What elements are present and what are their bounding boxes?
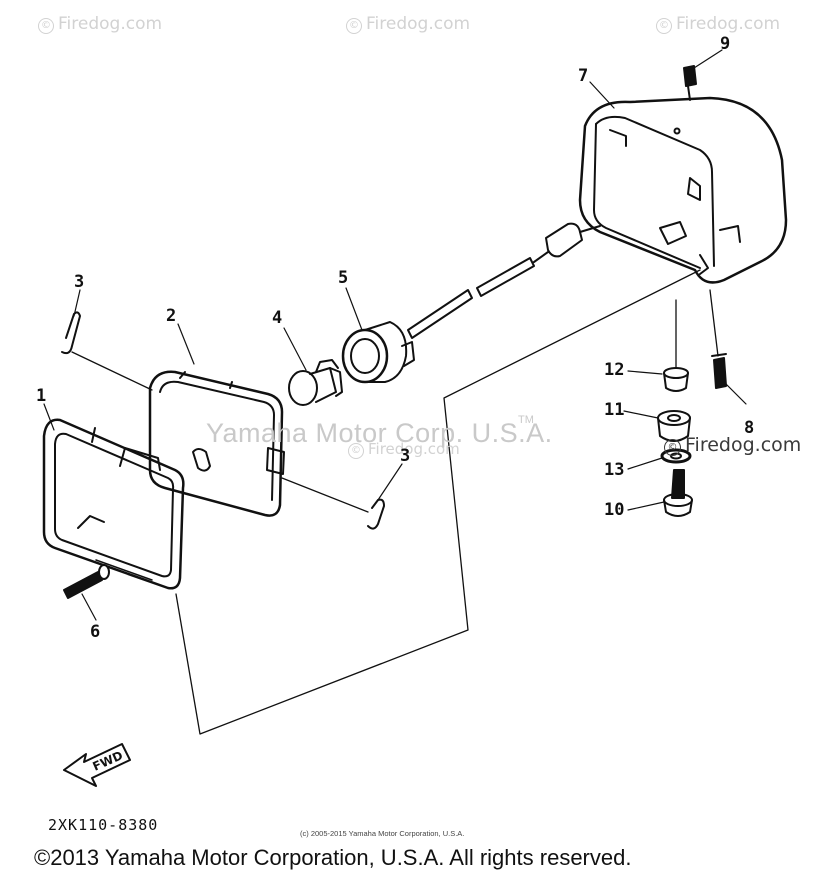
main-copyright: ©2013 Yamaha Motor Corporation, U.S.A. A… — [34, 845, 632, 870]
watermark-top-left: ©Firedog.com — [38, 14, 162, 34]
fwd-arrow-icon — [63, 743, 131, 787]
small-copyright: (c) 2005-2015 Yamaha Motor Corporation, … — [300, 829, 465, 838]
callout-2: 2 — [166, 306, 177, 326]
wire-harness — [407, 222, 601, 339]
screw-part-6 — [63, 564, 110, 599]
screw-part-8 — [711, 353, 727, 389]
watermark-right-dark: ©Firedog.com — [664, 434, 801, 456]
callout-13: 13 — [604, 460, 625, 480]
callout-4: 4 — [272, 308, 283, 328]
callout-3-upper: 3 — [74, 272, 85, 292]
callout-8: 8 — [744, 418, 755, 438]
trademark-mark: TM — [518, 414, 534, 426]
diagram-code: 2XK110-8380 — [48, 816, 159, 834]
center-copyright-watermark: Yamaha Motor Corp. U.S.A. — [206, 418, 553, 448]
watermark-top-right: ©Firedog.com — [656, 14, 780, 34]
callout-5: 5 — [338, 268, 349, 288]
collar-part-12 — [663, 367, 689, 392]
headlight-rim-part — [42, 418, 185, 590]
headlight-housing-part — [578, 96, 788, 284]
callout-6: 6 — [90, 622, 101, 642]
screw-part-9 — [683, 65, 697, 101]
callout-10: 10 — [604, 500, 625, 520]
spring-part-3-lower — [367, 498, 385, 530]
assembly-lines — [71, 269, 719, 735]
callout-11: 11 — [604, 400, 625, 420]
spring-part-3-upper — [61, 311, 81, 355]
callout-9: 9 — [720, 34, 731, 54]
leader-lines — [43, 49, 747, 621]
watermark-center: ©Firedog.com — [348, 440, 460, 459]
socket-part — [341, 321, 415, 384]
bolt-part-10 — [663, 469, 693, 517]
watermark-top-center: ©Firedog.com — [346, 14, 470, 34]
callout-7: 7 — [578, 66, 589, 86]
callout-3-lower: 3 — [400, 446, 411, 466]
sealed-beam-part — [148, 370, 285, 517]
callout-1: 1 — [36, 386, 47, 406]
callout-12: 12 — [604, 360, 625, 380]
bulb-part — [288, 359, 343, 406]
